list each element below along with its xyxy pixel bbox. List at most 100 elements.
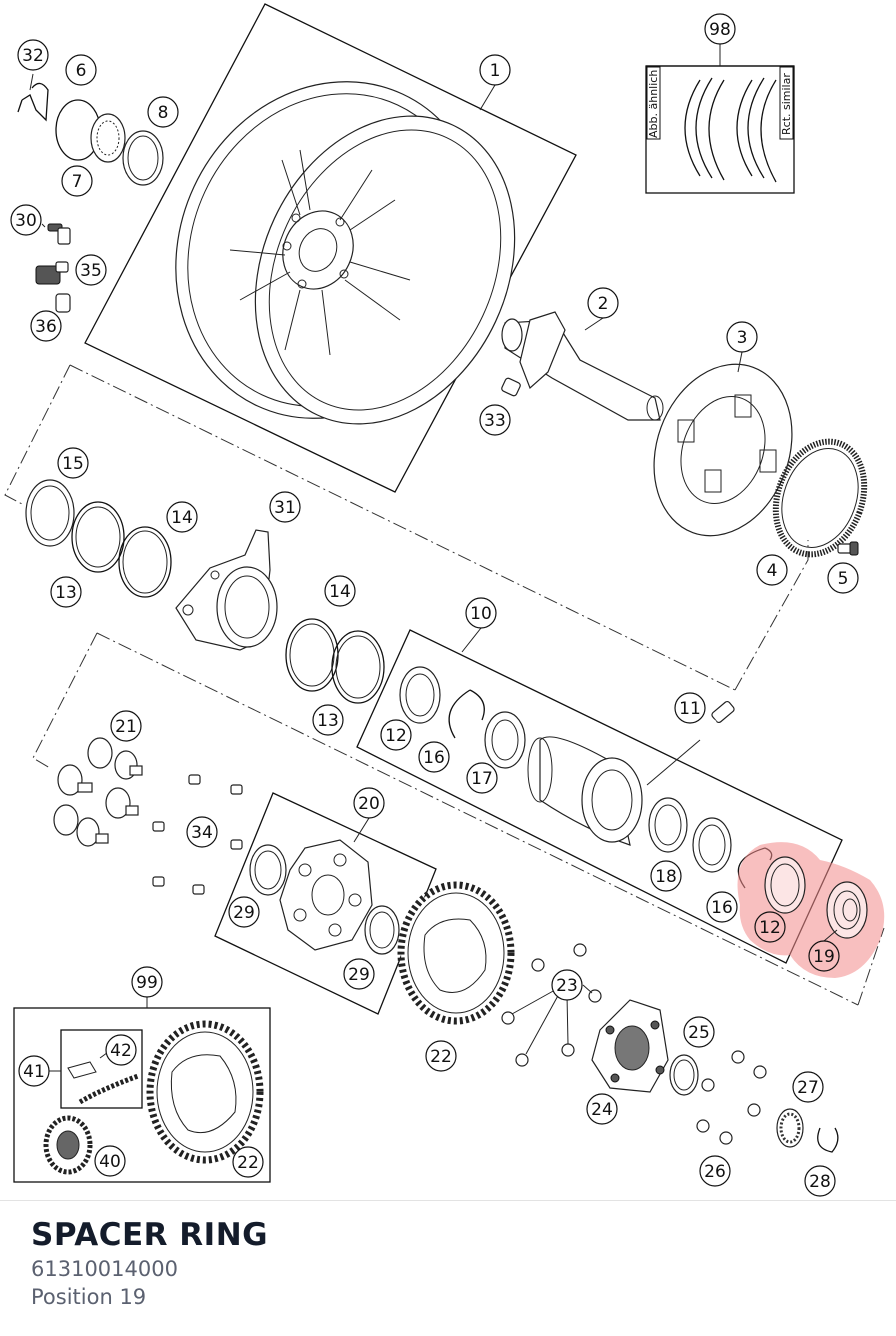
callout-18: 18 bbox=[650, 860, 682, 892]
callout-number: 42 bbox=[110, 1041, 132, 1061]
callout-7: 7 bbox=[61, 165, 93, 197]
callout-circle bbox=[166, 501, 198, 533]
callout-number: 16 bbox=[711, 898, 733, 918]
callout-22: 22 bbox=[425, 1040, 457, 1072]
callout-number: 7 bbox=[72, 172, 83, 192]
callout-36: 36 bbox=[30, 310, 62, 342]
callout-27: 27 bbox=[792, 1071, 824, 1103]
callout-circle bbox=[479, 404, 511, 436]
callout-31: 31 bbox=[269, 491, 301, 523]
drive-flange-24-icon bbox=[591, 999, 669, 1093]
callout-29: 29 bbox=[228, 896, 260, 928]
callout-number: 17 bbox=[471, 769, 493, 789]
spacer-25-icon bbox=[669, 1054, 699, 1096]
circlip-28-icon bbox=[817, 1127, 839, 1153]
callout-1: 1 bbox=[479, 54, 511, 86]
callout-number: 18 bbox=[655, 867, 677, 887]
callout-17: 17 bbox=[466, 762, 498, 794]
callout-circle bbox=[18, 1055, 50, 1087]
sprocket-carrier-20-icon bbox=[249, 839, 400, 955]
callout-circle bbox=[353, 787, 385, 819]
callout-number: 8 bbox=[158, 103, 169, 123]
callout-circle bbox=[75, 254, 107, 286]
callout-41: 41 bbox=[18, 1055, 50, 1087]
bearing-27-icon bbox=[776, 1108, 804, 1148]
sensor-35-icon bbox=[35, 261, 69, 285]
callout-circle bbox=[17, 39, 49, 71]
callout-13: 13 bbox=[312, 704, 344, 736]
callout-4: 4 bbox=[756, 554, 788, 586]
part-position: Position 19 bbox=[31, 1285, 147, 1309]
callout-number: 15 bbox=[62, 454, 84, 474]
ring-14-upper-icon bbox=[118, 526, 172, 598]
callout-13: 13 bbox=[50, 576, 82, 608]
callout-circle bbox=[466, 762, 498, 794]
callout-number: 14 bbox=[329, 582, 351, 602]
part-info-panel: SPACER RING 61310014000 Position 19 bbox=[0, 1200, 896, 1336]
callout-circle bbox=[10, 204, 42, 236]
ring-15-icon bbox=[25, 479, 75, 547]
bearing-18-icon bbox=[648, 797, 688, 853]
valve-30-icon bbox=[47, 223, 71, 245]
callout-circle bbox=[827, 562, 859, 594]
callout-circle bbox=[61, 165, 93, 197]
callout-number: 99 bbox=[136, 973, 158, 993]
callout-circle bbox=[756, 554, 788, 586]
callout-circle bbox=[683, 1016, 715, 1048]
callout-circle bbox=[706, 891, 738, 923]
callout-circle bbox=[110, 710, 142, 742]
bolts-34-icon bbox=[152, 774, 243, 895]
callout-circle bbox=[726, 321, 758, 353]
callout-10: 10 bbox=[465, 597, 497, 629]
nuts-23-icon bbox=[501, 943, 602, 1067]
callout-number: 41 bbox=[23, 1062, 45, 1082]
callout-circle bbox=[699, 1155, 731, 1187]
seal-8-icon bbox=[122, 130, 164, 186]
callout-number: 26 bbox=[704, 1162, 726, 1182]
callout-number: 29 bbox=[348, 965, 370, 985]
callout-circle bbox=[186, 816, 218, 848]
callout-circle bbox=[57, 447, 89, 479]
sprocket-22-kit-icon bbox=[146, 1020, 264, 1164]
callout-number: 6 bbox=[76, 61, 87, 81]
brake-disc-3-icon bbox=[653, 363, 793, 537]
wheel-group-frame bbox=[84, 3, 577, 493]
callout-number: 12 bbox=[385, 726, 407, 746]
callout-number: 33 bbox=[484, 411, 506, 431]
callout-circle bbox=[792, 1071, 824, 1103]
callout-number: 23 bbox=[556, 976, 578, 996]
callout-circle bbox=[343, 958, 375, 990]
bearing-16b-icon bbox=[692, 817, 732, 873]
cush-rubbers-21-icon bbox=[53, 737, 143, 847]
callout-circle bbox=[312, 704, 344, 736]
callout-number: 28 bbox=[809, 1172, 831, 1192]
callout-circle bbox=[465, 597, 497, 629]
callout-circle bbox=[324, 575, 356, 607]
rear-wheel-icon bbox=[175, 81, 516, 425]
callout-number: 16 bbox=[423, 748, 445, 768]
exploded-parts-diagram: Abb. ähnlich Rct. similar bbox=[4, 3, 885, 1197]
seal-12-upper-icon bbox=[399, 666, 441, 724]
callout-circle bbox=[754, 911, 786, 943]
callout-number: 40 bbox=[99, 1152, 121, 1172]
callout-number: 21 bbox=[115, 717, 137, 737]
callout-circle bbox=[418, 741, 450, 773]
callout-16: 16 bbox=[418, 741, 450, 773]
callout-42: 42 bbox=[105, 1034, 137, 1066]
callout-number: 25 bbox=[688, 1023, 710, 1043]
axle-2-icon bbox=[501, 311, 664, 421]
callout-26: 26 bbox=[699, 1155, 731, 1187]
part-number: 61310014000 bbox=[31, 1257, 178, 1281]
screw-5-icon bbox=[837, 541, 859, 556]
callout-19: 19 bbox=[808, 940, 840, 972]
callout-24: 24 bbox=[586, 1093, 618, 1125]
circlip-set-icon bbox=[684, 77, 777, 183]
callout-8: 8 bbox=[147, 96, 179, 128]
abs-ring-4-icon bbox=[772, 438, 868, 558]
callout-number: 12 bbox=[759, 918, 781, 938]
callout-11: 11 bbox=[674, 692, 706, 724]
bolt-33-icon bbox=[501, 377, 521, 397]
callout-number: 24 bbox=[591, 1100, 613, 1120]
callout-35: 35 bbox=[75, 254, 107, 286]
callout-number: 19 bbox=[813, 947, 835, 967]
